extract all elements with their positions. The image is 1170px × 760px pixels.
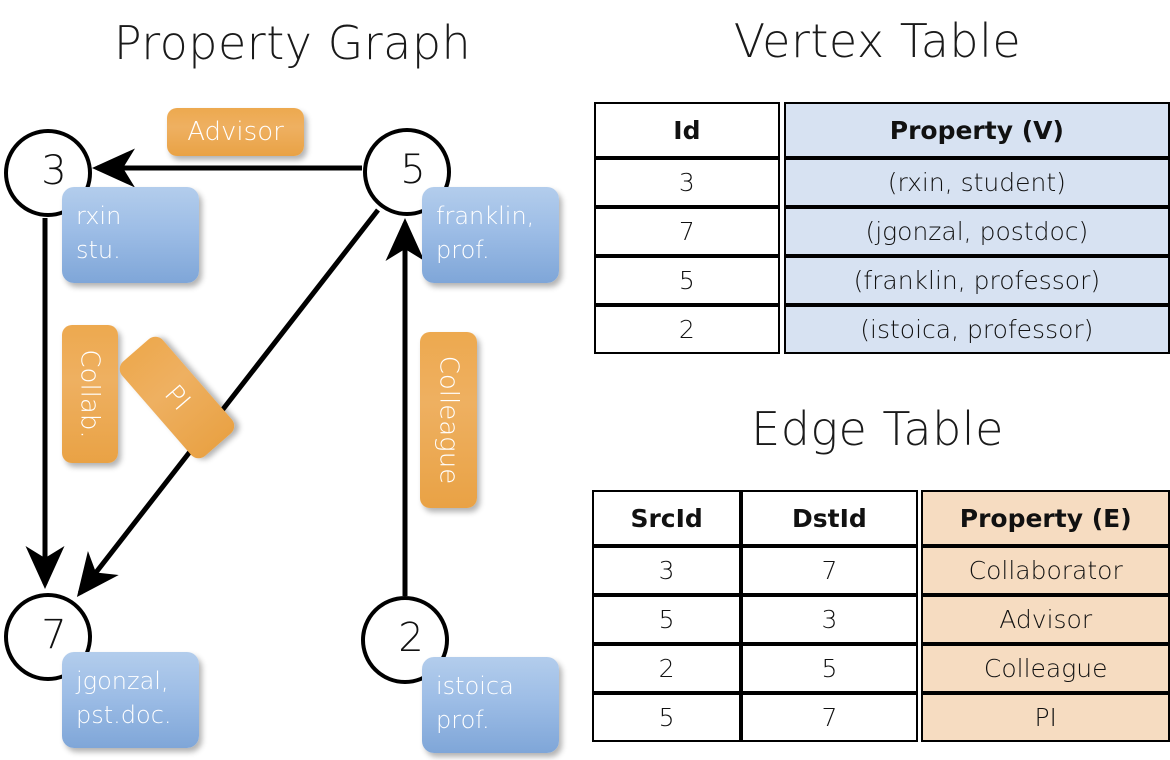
- vertex-property-franklin-line2: prof.: [436, 236, 490, 265]
- edge-table-header-row: SrcId DstId Property (E): [592, 490, 1170, 546]
- column-separator: [917, 595, 922, 644]
- vertex-property-box-istoica: istoica prof.: [422, 657, 559, 753]
- edge-table-cell-srcid: 3: [592, 546, 742, 595]
- vertex-property-jgonzal-line2: pst.doc.: [76, 701, 172, 730]
- vertex-table-cell-id: 7: [594, 207, 780, 256]
- edge-table-cell-dstid: 7: [741, 546, 918, 595]
- vertex-table-cell-property: (istoica, professor): [783, 305, 1170, 354]
- graph-vertex-3-label: 3: [41, 148, 67, 194]
- column-separator: [917, 546, 922, 595]
- column-separator: [779, 158, 784, 207]
- vertex-property-box-franklin: franklin, prof.: [422, 187, 559, 283]
- table-row: 5 (franklin, professor): [594, 256, 1170, 305]
- column-separator: [917, 644, 922, 693]
- edge-label-colleague: Colleague: [420, 332, 477, 508]
- vertex-table-header-id: Id: [594, 102, 780, 158]
- edge-table-cell-dstid: 5: [741, 644, 918, 693]
- page-title-edge-table: Edge Table: [751, 402, 1004, 456]
- edge-table-cell-dstid: 3: [741, 595, 918, 644]
- edge-5-to-7-pi: [76, 208, 380, 597]
- vertex-table-cell-id: 3: [594, 158, 780, 207]
- table-row: 3 (rxin, student): [594, 158, 1170, 207]
- graph-vertex-5-label: 5: [400, 147, 426, 193]
- graph-vertex-5[interactable]: 5: [363, 128, 451, 216]
- table-row: 2 5 Colleague: [592, 644, 1170, 693]
- vertex-table-cell-id: 5: [594, 256, 780, 305]
- column-separator: [779, 102, 784, 158]
- vertex-property-rxin-line1: rxin: [76, 202, 122, 230]
- table-row: 5 7 PI: [592, 693, 1170, 742]
- graph-vertex-7-label: 7: [41, 612, 67, 658]
- vertex-table-cell-id: 2: [594, 305, 780, 354]
- edge-table-cell-srcid: 5: [592, 693, 742, 742]
- edge-table-cell-srcid: 5: [592, 595, 742, 644]
- edge-label-advisor-text: Advisor: [187, 117, 284, 147]
- vertex-property-istoica-line1: istoica: [436, 672, 514, 700]
- edge-table-cell-property: Colleague: [921, 644, 1170, 693]
- edge-table-cell-dstid: 7: [741, 693, 918, 742]
- edge-table-header-property: Property (E): [921, 490, 1170, 546]
- vertex-table: Id Property (V) 3 (rxin, student) 7 (jgo…: [594, 102, 1170, 354]
- edge-table-header-srcid: SrcId: [592, 490, 742, 546]
- vertex-table-header-row: Id Property (V): [594, 102, 1170, 158]
- edge-table-cell-property: Advisor: [921, 595, 1170, 644]
- vertex-property-franklin-line1: franklin,: [436, 202, 535, 230]
- edge-table-cell-property: Collaborator: [921, 546, 1170, 595]
- vertex-property-rxin-line2: stu.: [76, 236, 121, 265]
- table-row: 3 7 Collaborator: [592, 546, 1170, 595]
- graph-vertex-3[interactable]: 3: [4, 129, 92, 217]
- vertex-table-cell-property: (jgonzal, postdoc): [783, 207, 1170, 256]
- edge-label-pi-text: PI: [158, 378, 196, 417]
- edge-label-colleague-text: Colleague: [433, 355, 464, 485]
- edge-table-header-dstid: DstId: [741, 490, 918, 546]
- edge-table: SrcId DstId Property (E) 3 7 Collaborato…: [592, 490, 1170, 742]
- property-graph-diagram: 3 5 7 2 rxin stu. franklin, prof. jgonza…: [0, 90, 585, 760]
- edge-label-collab: Collab.: [62, 325, 118, 463]
- graph-edges-layer: [25, 148, 425, 597]
- vertex-property-jgonzal-line1: jgonzal,: [76, 667, 169, 695]
- vertex-property-box-jgonzal: jgonzal, pst.doc.: [62, 652, 199, 748]
- edge-label-collab-text: Collab.: [75, 349, 105, 439]
- column-separator: [917, 490, 922, 546]
- table-row: 7 (jgonzal, postdoc): [594, 207, 1170, 256]
- edge-table-cell-srcid: 2: [592, 644, 742, 693]
- column-separator: [917, 693, 922, 742]
- vertex-table-cell-property: (rxin, student): [783, 158, 1170, 207]
- column-separator: [779, 256, 784, 305]
- page-title-vertex-table: Vertex Table: [733, 14, 1022, 68]
- vertex-table-cell-property: (franklin, professor): [783, 256, 1170, 305]
- graph-vertex-2-label: 2: [398, 615, 424, 661]
- column-separator: [779, 305, 784, 354]
- page-title-property-graph: Property Graph: [113, 16, 472, 70]
- vertex-table-header-property: Property (V): [783, 102, 1170, 158]
- edge-table-cell-property: PI: [921, 693, 1170, 742]
- table-row: 5 3 Advisor: [592, 595, 1170, 644]
- vertex-property-istoica-line2: prof.: [436, 706, 490, 735]
- table-row: 2 (istoica, professor): [594, 305, 1170, 354]
- vertex-property-box-rxin: rxin stu.: [62, 187, 199, 283]
- edge-label-advisor: Advisor: [167, 108, 304, 156]
- column-separator: [779, 207, 784, 256]
